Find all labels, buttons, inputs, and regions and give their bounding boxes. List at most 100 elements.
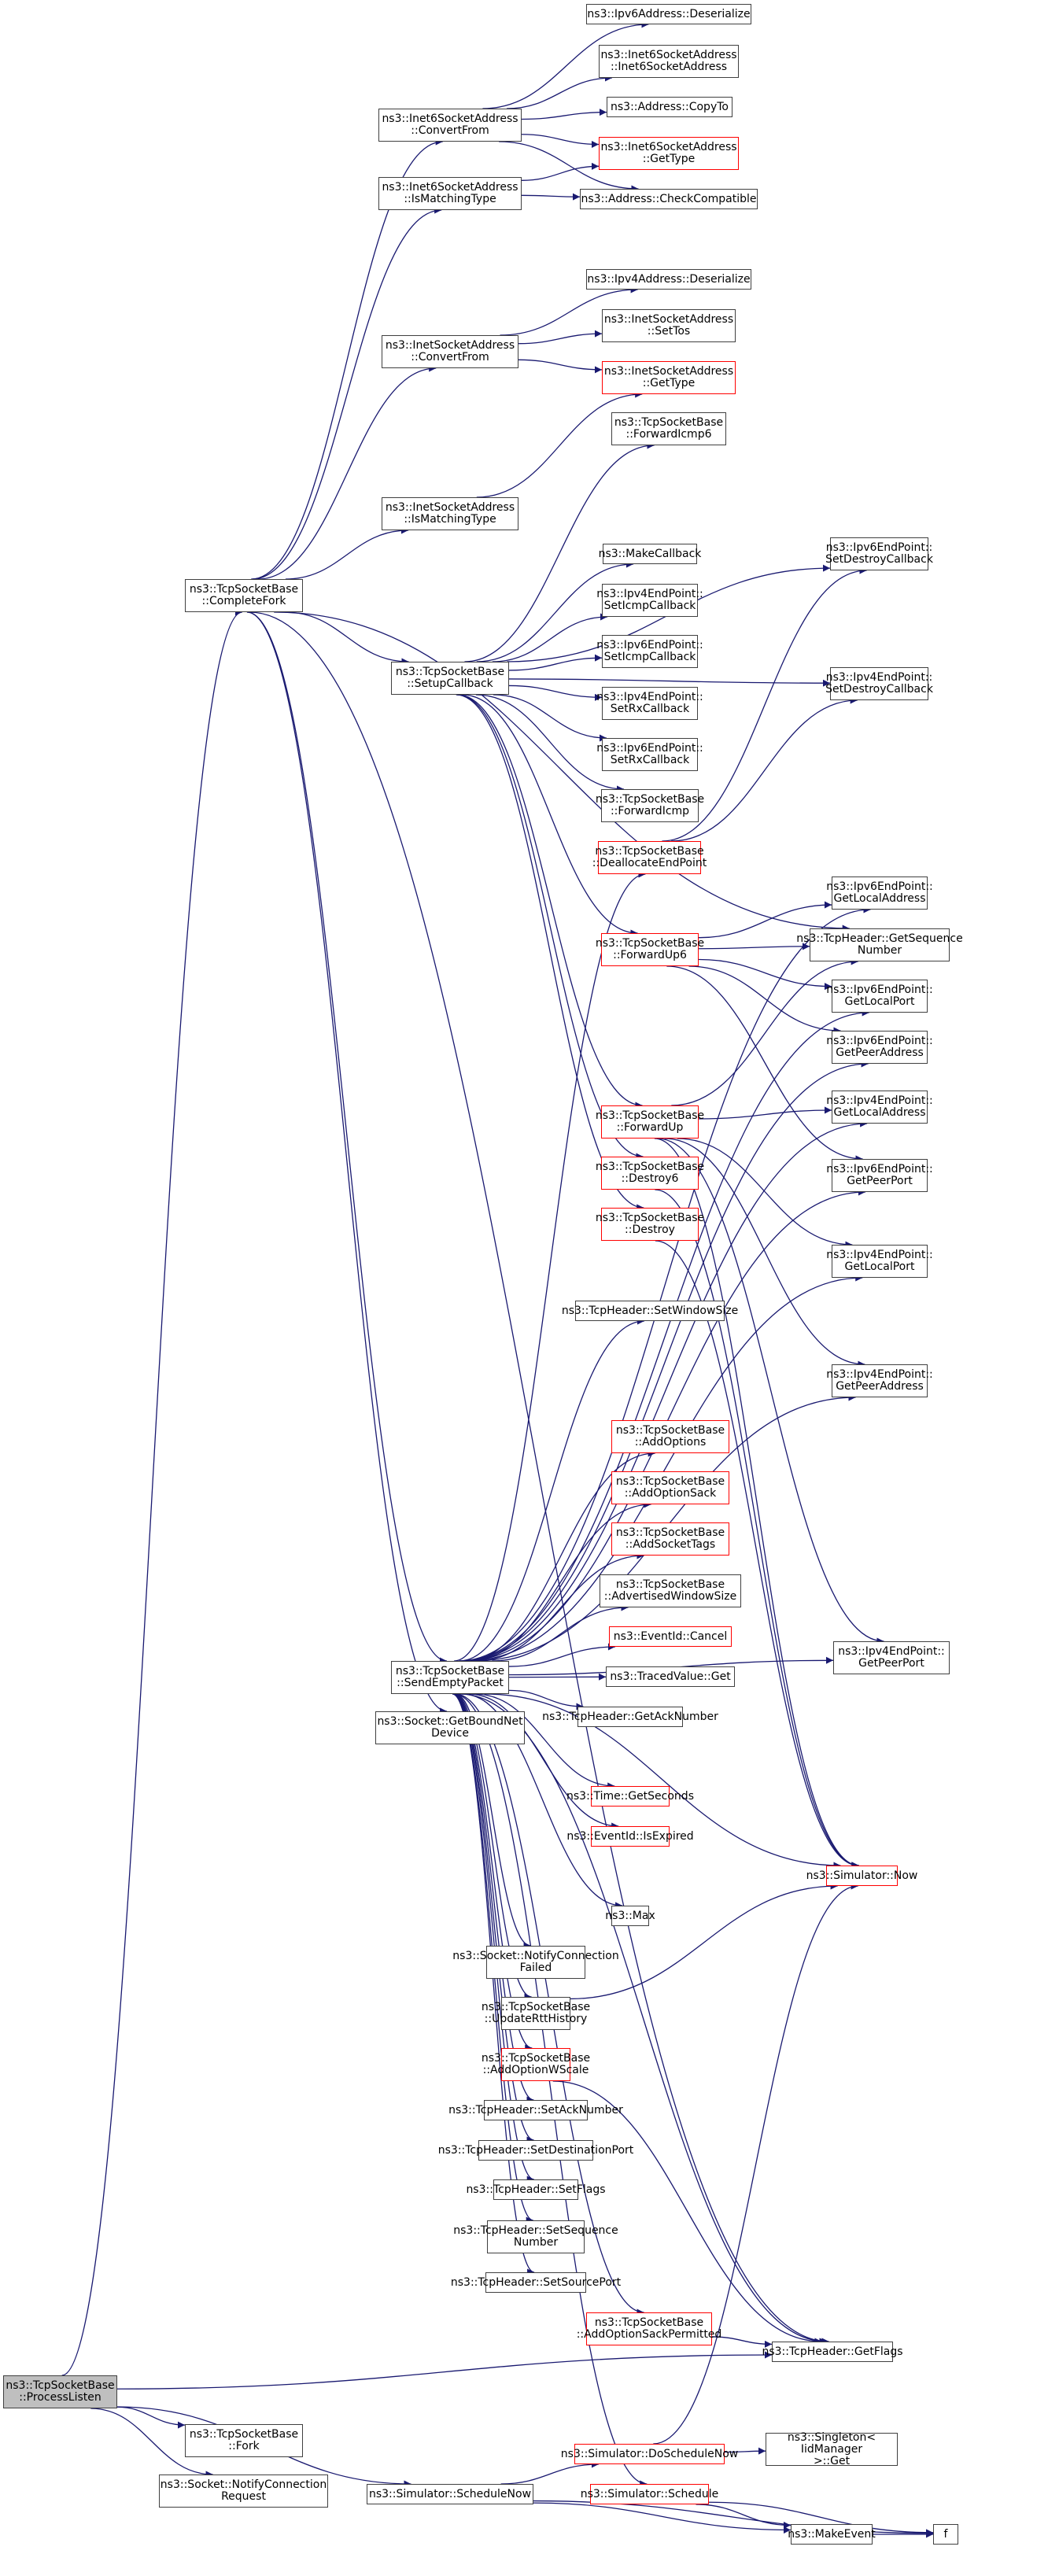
edge-inetIsMatching-to-inetGetType <box>476 390 643 498</box>
edge-forwardUp6-to-ipv6GetLocalPort <box>698 958 832 991</box>
node-notify-connection-request[interactable]: ns3::Socket::NotifyConnection Request <box>159 2475 328 2508</box>
node-ipv6-set-destroy-callback[interactable]: ns3::Ipv6EndPoint:: SetDestroyCallback <box>825 537 933 570</box>
node-set-sequence-number[interactable]: ns3::TcpHeader::SetSequence Number <box>453 2220 618 2253</box>
edge-setupCallback-to-ipv4SetRxCb <box>508 685 603 701</box>
node-get-flags[interactable]: ns3::TcpHeader::GetFlags <box>762 2342 903 2362</box>
node-ipv6-get-local-address[interactable]: ns3::Ipv6EndPoint:: GetLocalAddress <box>826 877 933 910</box>
node-add-option-sack[interactable]: ns3::TcpSocketBase ::AddOptionSack <box>611 1471 729 1504</box>
node-setup-callback[interactable]: ns3::TcpSocketBase ::SetupCallback <box>391 662 509 695</box>
node-ipv4-set-rx-callback[interactable]: ns3::Ipv4EndPoint:: SetRxCallback <box>596 687 703 720</box>
edge-scheduleNow-to-makeEvent <box>533 2502 792 2534</box>
edge-processListen-to-completeFork <box>61 608 242 2376</box>
edge-inet6IsMatching-to-addrCheckCompat <box>521 193 581 201</box>
node-set-window-size[interactable]: ns3::TcpHeader::SetWindowSize <box>562 1301 738 1321</box>
edge-setupCallback-to-ipv4SetIcmpCb <box>492 613 608 662</box>
node-deallocate-end-point[interactable]: ns3::TcpSocketBase ::DeallocateEndPoint <box>592 841 707 874</box>
node-ipv6-get-peer-port[interactable]: ns3::Ipv6EndPoint:: GetPeerPort <box>826 1159 933 1192</box>
node-inet-get-type[interactable]: ns3::InetSocketAddress ::GetType <box>602 361 736 394</box>
edge-setupCallback-to-ipv6SetIcmpCb <box>508 654 603 671</box>
edge-sendEmptyPacket-to-advWindowSize <box>492 1604 629 1662</box>
node-ipv6-set-icmp-callback[interactable]: ns3::Ipv6EndPoint:: SetIcmpCallback <box>596 635 703 668</box>
node-complete-fork[interactable]: ns3::TcpSocketBase ::CompleteFork <box>185 579 303 612</box>
node-get-sequence-number[interactable]: ns3::TcpHeader::GetSequence Number <box>796 928 963 961</box>
node-make-event[interactable]: ns3::MakeEvent <box>788 2524 876 2545</box>
edge-completeFork-to-setupCallback <box>285 611 409 666</box>
node-update-rtt-history[interactable]: ns3::TcpSocketBase ::UpdateRttHistory <box>482 1997 590 2030</box>
edge-sendEmptyPacket-to-getAckNumber <box>508 1689 584 1711</box>
node-inet-set-tos[interactable]: ns3::InetSocketAddress ::SetTos <box>602 309 736 342</box>
node-time-get-seconds[interactable]: ns3::Time::GetSeconds <box>566 1786 694 1807</box>
edge-forwardUp6-to-ipv6GetPeerAddr <box>688 965 841 1035</box>
edge-updateRtt-to-simNow <box>570 1882 838 2000</box>
node-add-options[interactable]: ns3::TcpSocketBase ::AddOptions <box>611 1420 729 1453</box>
node-inet-is-matching-type[interactable]: ns3::InetSocketAddress ::IsMatchingType <box>382 497 518 530</box>
node-destroy[interactable]: ns3::TcpSocketBase ::Destroy <box>596 1208 704 1241</box>
edge-inetConvertFrom-to-inetSetTos <box>518 330 603 345</box>
node-traced-value-get[interactable]: ns3::TracedValue::Get <box>606 1666 735 1687</box>
node-f[interactable]: f <box>933 2524 958 2545</box>
node-add-socket-tags[interactable]: ns3::TcpSocketBase ::AddSocketTags <box>611 1522 729 1556</box>
node-set-ack-number[interactable]: ns3::TcpHeader::SetAckNumber <box>448 2100 623 2120</box>
edge-processListen-to-getFlags <box>116 2351 773 2390</box>
node-add-option-sack-permitted[interactable]: ns3::TcpSocketBase ::AddOptionSackPermit… <box>577 2312 721 2345</box>
node-simulator-schedule[interactable]: ns3::Simulator::Schedule <box>581 2484 718 2504</box>
edge-setupCallback-to-ipv6SetRxCb <box>493 694 607 742</box>
node-singleton-iid-manager-get[interactable]: ns3::Singleton< IidManager >::Get <box>766 2431 898 2467</box>
node-notify-connection-failed[interactable]: ns3::Socket::NotifyConnection Failed <box>452 1946 619 1979</box>
node-inet6-is-matching-type[interactable]: ns3::Inet6SocketAddress ::IsMatchingType <box>378 177 522 210</box>
edge-processListen-to-fork <box>116 2406 186 2429</box>
node-set-flags[interactable]: ns3::TcpHeader::SetFlags <box>466 2179 606 2200</box>
node-inet6-socket-address-ctor[interactable]: ns3::Inet6SocketAddress ::Inet6SocketAdd… <box>599 45 739 78</box>
node-address-check-compatible[interactable]: ns3::Address::CheckCompatible <box>580 189 758 209</box>
node-simulator-now[interactable]: ns3::Simulator::Now <box>806 1866 917 1886</box>
edge-forwardUp6-to-getSeqNum <box>698 943 810 950</box>
edge-completeFork-to-getFlags <box>249 611 829 2345</box>
edge-simSchedule-to-makeEvent <box>696 2504 792 2530</box>
edge-sendEmptyPacket-to-simSchedule <box>454 1693 648 2488</box>
node-destroy6[interactable]: ns3::TcpSocketBase ::Destroy6 <box>596 1157 704 1190</box>
node-ipv4-get-peer-address[interactable]: ns3::Ipv4EndPoint:: GetPeerAddress <box>826 1364 933 1397</box>
edge-completeFork-to-sendEmptyPacket <box>246 611 448 1665</box>
edge-addOptionWScale-to-getFlags <box>552 2080 822 2345</box>
node-ipv4-get-local-address[interactable]: ns3::Ipv4EndPoint:: GetLocalAddress <box>826 1091 933 1124</box>
node-forward-icmp6[interactable]: ns3::TcpSocketBase ::ForwardIcmp6 <box>611 412 726 445</box>
node-event-is-expired[interactable]: ns3::EventId::IsExpired <box>566 1826 694 1847</box>
node-add-option-wscale[interactable]: ns3::TcpSocketBase ::AddOptionWScale <box>482 2048 590 2081</box>
edge-inet6IsMatching-to-inet6GetType <box>521 162 600 181</box>
node-make-callback[interactable]: ns3::MakeCallback <box>599 544 701 564</box>
node-get-ack-number[interactable]: ns3::TcpHeader::GetAckNumber <box>542 1707 718 1727</box>
node-forward-up6[interactable]: ns3::TcpSocketBase ::ForwardUp6 <box>596 933 704 966</box>
edge-scheduleNow-to-doScheduleNow <box>500 2460 599 2485</box>
node-advertised-window-size[interactable]: ns3::TcpSocketBase ::AdvertisedWindowSiz… <box>600 1574 741 1607</box>
node-send-empty-packet[interactable]: ns3::TcpSocketBase ::SendEmptyPacket <box>391 1661 509 1694</box>
node-ipv6-get-local-port[interactable]: ns3::Ipv6EndPoint:: GetLocalPort <box>826 980 933 1013</box>
node-ipv4-get-local-port[interactable]: ns3::Ipv4EndPoint:: GetLocalPort <box>826 1245 933 1278</box>
node-inet6-get-type[interactable]: ns3::Inet6SocketAddress ::GetType <box>599 137 739 170</box>
edge-completeFork-to-getBoundNetDevice <box>246 611 448 1715</box>
edge-sendEmptyPacket-to-eventCancel <box>508 1643 616 1667</box>
node-schedule-now[interactable]: ns3::Simulator::ScheduleNow <box>367 2484 533 2504</box>
node-ipv6-set-rx-callback[interactable]: ns3::Ipv6EndPoint:: SetRxCallback <box>596 738 703 771</box>
node-address-copy-to[interactable]: ns3::Address::CopyTo <box>607 97 732 117</box>
node-do-schedule-now[interactable]: ns3::Simulator::DoScheduleNow <box>561 2444 738 2464</box>
node-ipv4-get-peer-port[interactable]: ns3::Ipv4EndPoint:: GetPeerPort <box>833 1641 950 1674</box>
node-forward-up[interactable]: ns3::TcpSocketBase ::ForwardUp <box>596 1105 704 1139</box>
node-ipv4-set-icmp-callback[interactable]: ns3::Ipv4EndPoint:: SetIcmpCallback <box>596 584 703 617</box>
node-set-source-port[interactable]: ns3::TcpHeader::SetSourcePort <box>451 2272 621 2293</box>
node-inet-convert-from[interactable]: ns3::InetSocketAddress ::ConvertFrom <box>382 335 518 368</box>
edge-inet6ConvertFrom-to-inet6GetType <box>521 134 600 149</box>
node-ipv6-deserialize[interactable]: ns3::Ipv6Address::Deserialize <box>586 4 751 24</box>
node-ipv6-get-peer-address[interactable]: ns3::Ipv6EndPoint:: GetPeerAddress <box>826 1031 933 1064</box>
node-forward-icmp[interactable]: ns3::TcpSocketBase ::ForwardIcmp <box>596 789 704 822</box>
node-ipv4-deserialize[interactable]: ns3::Ipv4Address::Deserialize <box>586 269 751 290</box>
node-inet6-convert-from[interactable]: ns3::Inet6SocketAddress ::ConvertFrom <box>378 109 522 142</box>
edge-sendEmptyPacket-to-setAckNumber <box>453 1693 534 2104</box>
node-get-bound-net-device[interactable]: ns3::Socket::GetBoundNet Device <box>375 1711 525 1744</box>
node-fork[interactable]: ns3::TcpSocketBase ::Fork <box>185 2424 303 2457</box>
node-set-destination-port[interactable]: ns3::TcpHeader::SetDestinationPort <box>438 2140 633 2161</box>
edge-inet6ConvertFrom-to-inet6Ctor <box>507 74 612 109</box>
node-max[interactable]: ns3::Max <box>605 1906 655 1926</box>
node-ipv4-set-destroy-callback[interactable]: ns3::Ipv4EndPoint:: SetDestroyCallback <box>825 667 933 700</box>
node-event-cancel[interactable]: ns3::EventId::Cancel <box>609 1626 732 1647</box>
